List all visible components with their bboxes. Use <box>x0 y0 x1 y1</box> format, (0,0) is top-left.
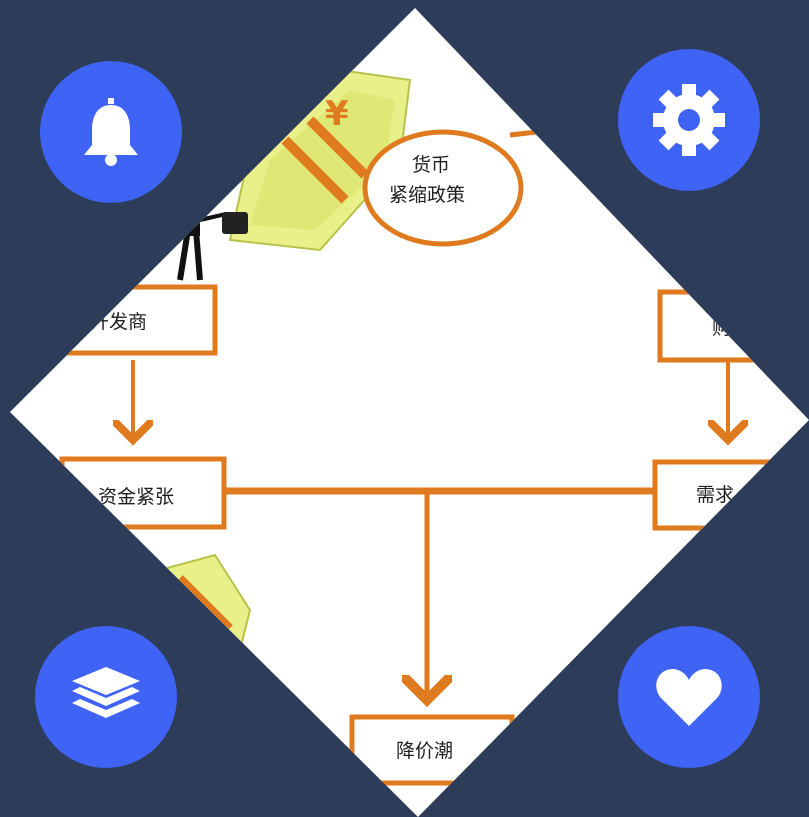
notifications-button[interactable] <box>40 61 182 203</box>
settings-button[interactable] <box>618 49 760 191</box>
favorite-button[interactable] <box>618 626 760 768</box>
policy-label-line2: 紧缩政策 <box>389 184 466 206</box>
bell-icon <box>84 98 138 166</box>
demand-label: 需求 <box>696 484 735 506</box>
buyer-box <box>657 289 803 363</box>
businessman-figure <box>177 210 248 281</box>
policy-label-line1: 货币 <box>412 154 451 176</box>
buyer-label: 购房 <box>712 317 751 339</box>
svg-text:¥: ¥ <box>325 94 349 134</box>
developer-label: 开发商 <box>90 311 148 333</box>
gear-icon <box>653 84 725 156</box>
price-cut-label: 降价潮 <box>396 740 454 762</box>
funds-label: 资金紧张 <box>98 486 175 508</box>
layers-icon <box>72 667 140 718</box>
policy-ellipse <box>362 129 524 247</box>
layers-button[interactable] <box>35 626 177 768</box>
money-bundle-icon-2 <box>158 553 252 662</box>
heart-icon <box>656 669 722 726</box>
